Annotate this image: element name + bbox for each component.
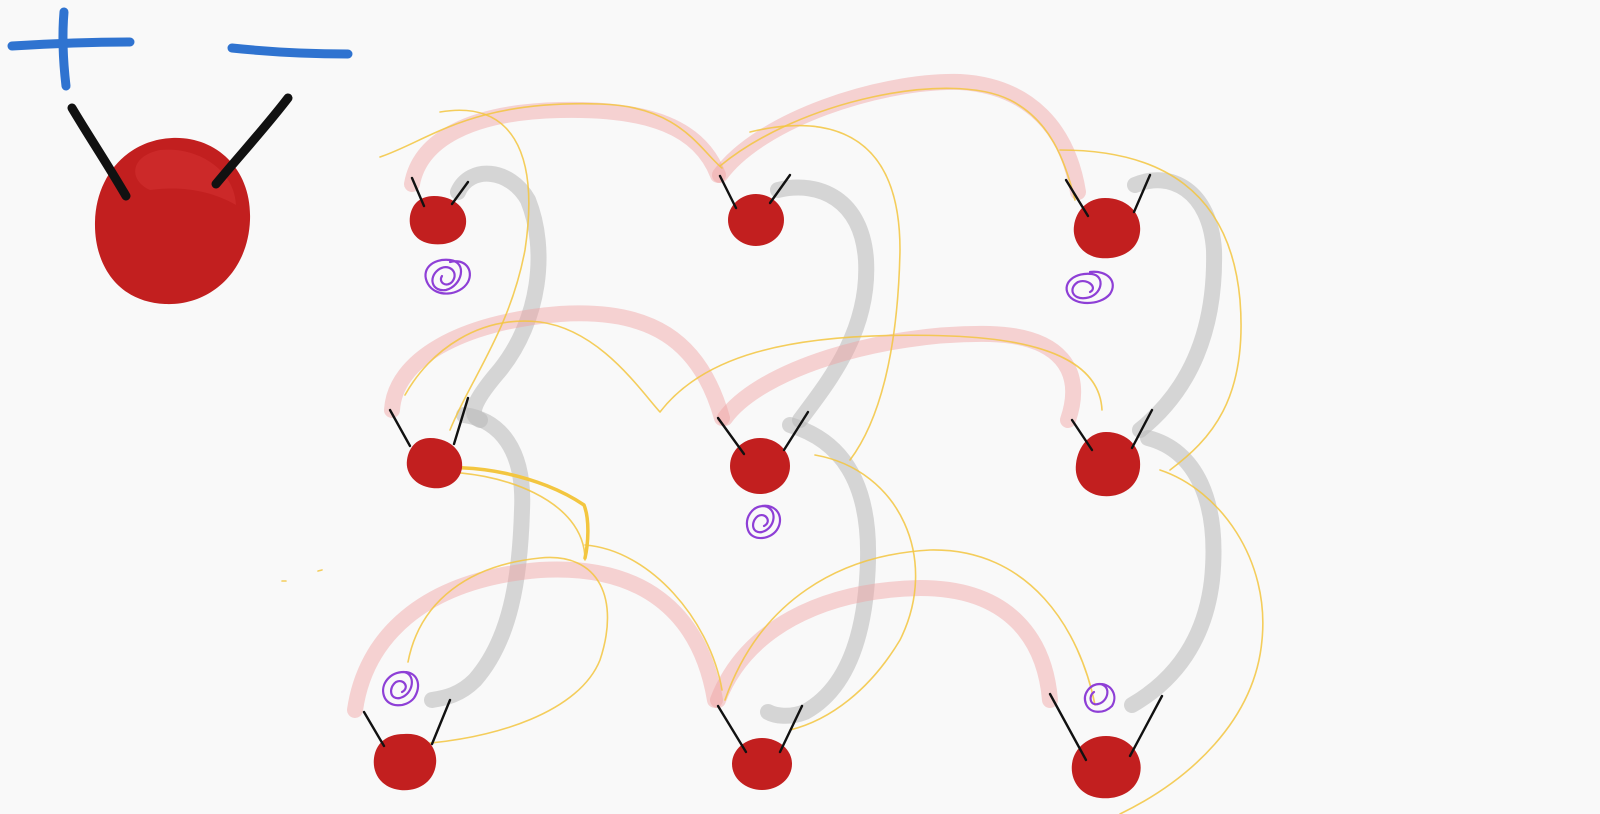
negative-wire: [424, 407, 531, 708]
negative-lead: [450, 180, 470, 206]
negative-lead: [782, 410, 810, 452]
thin-wire: [379, 102, 723, 169]
cell-r2-c3: [1070, 408, 1154, 497]
thin-wire-fragment: [281, 569, 323, 582]
positive-wires: [347, 73, 1086, 718]
cell-r2-c2: [716, 410, 810, 494]
minus-sign-icon: [227, 43, 353, 59]
positive-wire: [404, 101, 726, 192]
cell-r2-c1: [388, 396, 470, 489]
positive-lead: [362, 710, 386, 748]
negative-lead: [1128, 694, 1164, 758]
positive-wire: [717, 325, 1082, 428]
scribble-mark: [424, 258, 471, 295]
positive-lead: [716, 704, 748, 754]
legend-negative-lead: [211, 93, 293, 189]
positive-lead: [1064, 178, 1090, 218]
cell-r3-c3: [1048, 692, 1164, 799]
legend-positive-lead: [67, 103, 131, 201]
legend: [7, 7, 353, 305]
thin-wire: [749, 124, 901, 461]
positive-wire: [712, 73, 1086, 200]
negative-lead: [430, 698, 452, 746]
negative-wire: [760, 417, 877, 724]
scribbles: [382, 258, 1116, 713]
negative-wire: [450, 165, 547, 428]
cell-r3-c1: [362, 698, 452, 791]
positive-lead: [718, 174, 738, 210]
negative-lead: [768, 173, 792, 205]
positive-lead: [410, 176, 426, 208]
negative-wire: [1127, 172, 1223, 438]
positive-lead: [1048, 692, 1088, 762]
negative-lead: [1132, 173, 1152, 214]
scribble-mark: [382, 670, 420, 707]
thin-wire: [431, 471, 586, 561]
thin-wire: [719, 87, 1076, 201]
legend-cell: [94, 137, 251, 305]
thin-wire: [404, 320, 1103, 413]
cells: [362, 173, 1164, 799]
thin-wire: [724, 549, 1096, 706]
scribble-mark: [1083, 682, 1116, 713]
thin-wire: [1059, 149, 1242, 471]
positive-lead: [388, 408, 412, 448]
positive-wire: [384, 305, 730, 426]
positive-wire: [347, 561, 723, 718]
negative-lead: [778, 704, 804, 754]
scribble-mark: [745, 504, 782, 540]
thin-wire: [584, 544, 723, 691]
positive-lead: [716, 416, 746, 456]
cell-r3-c2: [716, 704, 804, 790]
positive-lead: [1070, 418, 1094, 452]
positive-wire: [710, 580, 1058, 708]
thin-wire: [404, 556, 609, 746]
cell-r1-c1: [409, 176, 470, 245]
thin-wire: [1119, 469, 1264, 814]
negative-lead: [452, 396, 470, 446]
thin-wire: [789, 454, 917, 731]
scribble-mark: [1065, 270, 1114, 305]
thin-wire: [439, 109, 530, 431]
plus-sign-icon: [7, 7, 135, 91]
cell-r1-c3: [1064, 173, 1152, 259]
negative-wire: [770, 179, 875, 428]
negative-wire: [1124, 430, 1222, 713]
negative-lead: [1130, 408, 1154, 450]
cell-r1-c2: [718, 173, 792, 246]
